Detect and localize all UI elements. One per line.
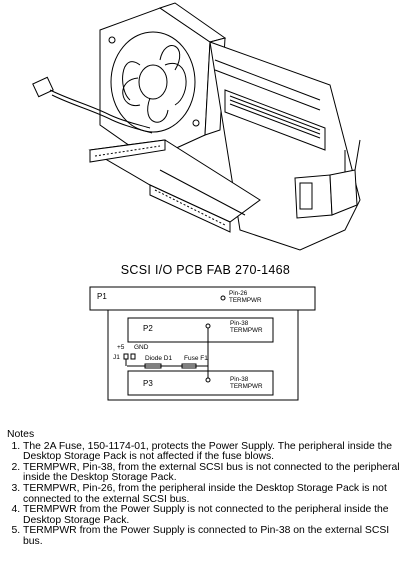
p3-label: P3 xyxy=(143,379,153,388)
note-item: The 2A Fuse, 150-1174-01, protects the P… xyxy=(23,441,405,463)
p1-label: P1 xyxy=(97,292,107,301)
notes-heading: Notes xyxy=(7,429,35,440)
note-item: TERMPWR, Pin-26, from the peripheral ins… xyxy=(23,483,405,505)
board-outline xyxy=(89,286,316,401)
assembly-illustration xyxy=(32,2,361,251)
p3-pin xyxy=(205,377,211,383)
j1-label: J1 xyxy=(113,354,120,361)
p2-pin-label: Pin-38 xyxy=(230,320,249,327)
pcb-board xyxy=(88,139,261,233)
diode-label: Diode D1 xyxy=(145,355,172,362)
p3-pin-label: Pin-38 xyxy=(230,376,249,383)
diode-d1 xyxy=(144,363,162,369)
fuse-label: Fuse F1 xyxy=(184,355,208,362)
p1-pin xyxy=(220,295,226,301)
fuse-f1 xyxy=(181,363,197,369)
fan-cable xyxy=(32,76,153,134)
p2-pin-sub: TERMPWR xyxy=(230,327,263,334)
note-item: TERMPWR from the Power Supply is not con… xyxy=(23,504,405,526)
p1-pin-sub: TERMPWR xyxy=(229,297,262,304)
j1-pin-gnd xyxy=(130,353,136,360)
p2-connector xyxy=(127,317,274,343)
note-item: TERMPWR, Pin-38, from the external SCSI … xyxy=(23,462,405,484)
p2-label: P2 xyxy=(143,324,153,333)
plus5-label: +5 xyxy=(117,344,125,351)
notes-section: Notes The 2A Fuse, 150-1174-01, protects… xyxy=(7,429,405,548)
p3-connector xyxy=(127,370,274,396)
j1-pin-plus5 xyxy=(123,353,129,360)
notes-list: The 2A Fuse, 150-1174-01, protects the P… xyxy=(7,441,405,548)
p3-pin-sub: TERMPWR xyxy=(230,383,263,390)
termpwr-schematic: P1 Pin-26 TERMPWR P2 Pin-38 TERMPWR P3 P… xyxy=(89,286,316,401)
p1-pin-label: Pin-26 xyxy=(229,290,248,297)
p2-pin xyxy=(205,323,211,329)
fan-assembly xyxy=(99,2,227,161)
gnd-label: GND xyxy=(134,344,149,351)
note-item: TERMPWR from the Power Supply is connect… xyxy=(23,525,405,547)
board-title: SCSI I/O PCB FAB 270-1468 xyxy=(120,263,291,277)
